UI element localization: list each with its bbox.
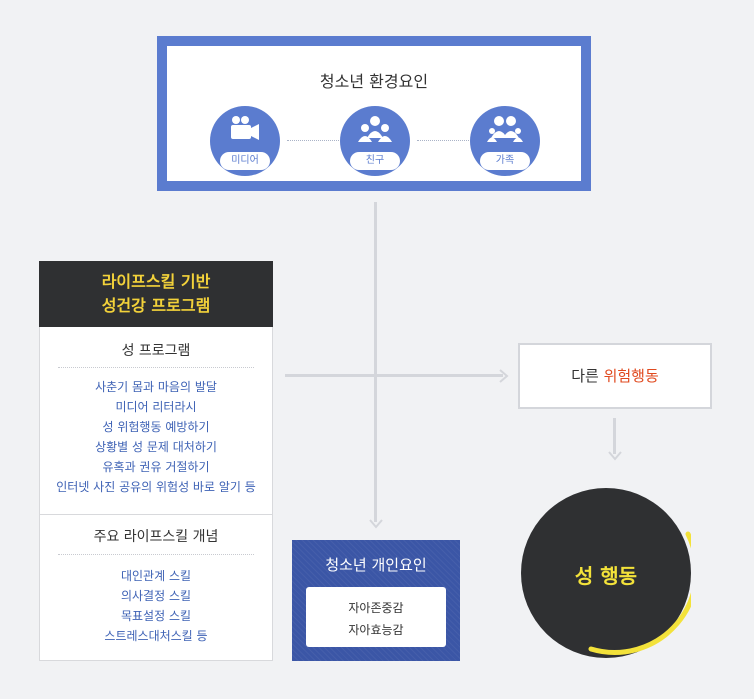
vertical-connector [374, 202, 377, 522]
program-header: 라이프스킬 기반 성건강 프로그램 [39, 261, 273, 327]
program-title-line1: 라이프스킬 기반 [101, 272, 211, 291]
arrow-right-icon [499, 369, 509, 383]
friends-label: 친구 [350, 152, 400, 170]
list-item: 대인관계 스킬 [120, 569, 192, 583]
connector-dots [287, 140, 339, 141]
self-efficacy-item: 자아효능감 [348, 623, 404, 637]
friends-icon [358, 116, 392, 142]
media-node: 미디어 [210, 106, 280, 176]
section-divider [58, 367, 254, 368]
list-item: 상황별 성 문제 대처하기 [95, 440, 217, 454]
section-title-lifeskill: 주요 라이프스킬 개념 [93, 529, 219, 545]
list-item: 미디어 리터라시 [115, 400, 197, 414]
environment-title: 청소년 환경요인 [319, 72, 429, 91]
program-title-line2: 성건강 프로그램 [101, 296, 211, 315]
list-item: 의사결정 스킬 [120, 589, 192, 603]
self-esteem-item: 자아존중감 [348, 601, 404, 615]
list-item: 성 위험행동 예방하기 [102, 420, 210, 434]
progress-arc [588, 531, 691, 655]
arrow-down-icon [608, 451, 622, 461]
sexual-behavior-circle: 성 행동 [521, 488, 691, 658]
lifeskill-list: 대인관계 스킬 의사결정 스킬 목표설정 스킬 스트레스대처스킬 등 [40, 566, 272, 646]
individual-items-box: 자아존중감 자아효능감 [306, 587, 446, 647]
horizontal-connector [285, 374, 503, 377]
risk-prefix: 다른 [571, 367, 604, 385]
arrow-down-icon [369, 519, 383, 529]
other-risk-behavior-box: 다른 위험행동 [518, 343, 712, 409]
media-icon [231, 116, 259, 140]
individual-factors-box: 청소년 개인요인 자아존중감 자아효능감 [292, 540, 460, 661]
section-separator [40, 514, 272, 515]
list-item: 유혹과 권유 거절하기 [102, 460, 210, 474]
friends-node: 친구 [340, 106, 410, 176]
family-label: 가족 [480, 152, 530, 170]
list-item: 목표설정 스킬 [120, 609, 192, 623]
risk-to-behavior-connector [613, 418, 616, 454]
individual-title: 청소년 개인요인 [325, 556, 427, 574]
section-title-sex-program: 성 프로그램 [121, 343, 191, 359]
sexual-behavior-label: 성 행동 [574, 564, 638, 588]
family-icon [487, 116, 523, 142]
media-label: 미디어 [220, 152, 270, 170]
risk-highlight: 위험행동 [603, 367, 659, 385]
list-item: 인터넷 사진 공유의 위험성 바로 알기 등 [56, 480, 256, 494]
environment-factors-box: 청소년 환경요인 미디어 친구 가족 [157, 36, 591, 191]
family-node: 가족 [470, 106, 540, 176]
list-item: 사춘기 몸과 마음의 발달 [95, 380, 217, 394]
list-item: 스트레스대처스킬 등 [104, 629, 208, 643]
program-body: 성 프로그램 사춘기 몸과 마음의 발달 미디어 리터라시 성 위험행동 예방하… [39, 327, 273, 661]
connector-dots [417, 140, 469, 141]
sex-program-list: 사춘기 몸과 마음의 발달 미디어 리터라시 성 위험행동 예방하기 상황별 성… [40, 377, 272, 497]
section-divider [58, 554, 254, 555]
